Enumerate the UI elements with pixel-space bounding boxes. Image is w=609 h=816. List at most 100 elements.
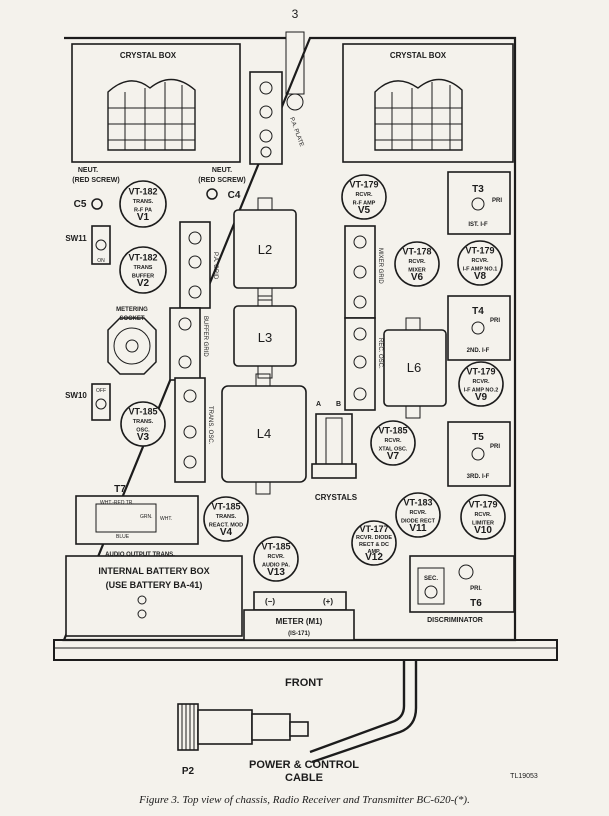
tube-v12-outline — [351, 520, 397, 566]
svg-text:TRANS. OSC.: TRANS. OSC. — [207, 406, 213, 445]
tube-v13-text-3: V13 — [267, 567, 285, 578]
tube-v5-outline — [341, 174, 387, 220]
svg-text:REC. OSC.: REC. OSC. — [377, 338, 383, 369]
tube-v4-outline — [203, 496, 249, 542]
switch-sw11: SW11 ON — [65, 225, 111, 265]
tube-v5-text-3: V5 — [358, 205, 371, 216]
tube-v6-text-0: VT-178 — [402, 246, 431, 256]
tube-v6-outline — [394, 241, 440, 287]
tube-v1-text-0: VT-182 — [128, 186, 157, 196]
svg-text:T5: T5 — [472, 432, 484, 443]
tube-v3-text-2: OSC. — [136, 427, 150, 433]
tube-v3-text-3: V3 — [137, 432, 150, 443]
tube-v4-text-1: TRANS. — [216, 514, 237, 520]
tube-v8-outline — [457, 240, 503, 286]
front-panel — [53, 639, 558, 661]
svg-text:PRI: PRI — [490, 318, 500, 324]
tube-v6-text-3: V6 — [411, 272, 424, 283]
tube-v13-text-0: VT-185 — [261, 541, 290, 551]
battery-box: INTERNAL BATTERY BOX (USE BATTERY BA-41) — [65, 555, 243, 637]
transformer-t4: T4 PRI 2ND. I-F — [447, 295, 511, 361]
tube-v13-outline — [253, 536, 299, 582]
tube-v9-text-3: V9 — [475, 392, 488, 403]
svg-text:3RD. I-F: 3RD. I-F — [467, 474, 490, 480]
svg-text:CRYSTALS: CRYSTALS — [315, 493, 358, 502]
tube-v11-outline — [395, 492, 441, 538]
tube-v4-text-3: V4 — [220, 527, 233, 538]
tube-v10-text-3: V10 — [474, 525, 492, 536]
metering-socket: METERING SOCKET — [107, 307, 157, 375]
tube-v7-text-2: XTAL OSC. — [379, 446, 408, 452]
tube-v4-text-2: REACT. MOD — [209, 522, 243, 528]
svg-text:INTERNAL BATTERY BOX: INTERNAL BATTERY BOX — [98, 566, 209, 576]
switch-sw10: SW10 OFF — [65, 383, 111, 421]
svg-text:L2: L2 — [258, 242, 272, 257]
tube-v3-text-0: VT-185 — [128, 406, 157, 416]
power-cable — [177, 660, 418, 764]
svg-text:L6: L6 — [407, 360, 421, 375]
cable-label-2: CABLE — [285, 772, 323, 784]
svg-text:A: A — [316, 401, 321, 408]
svg-text:T4: T4 — [472, 306, 484, 317]
svg-text:(RED SCREW): (RED SCREW) — [198, 177, 245, 184]
svg-text:WHT.: WHT. — [160, 516, 172, 522]
tube-v2-outline — [119, 246, 167, 294]
svg-text:(RED SCREW): (RED SCREW) — [72, 177, 119, 184]
svg-text:AUDIO OUTPUT TRANS.: AUDIO OUTPUT TRANS. — [105, 552, 175, 558]
svg-text:C5: C5 — [74, 199, 87, 210]
meter-m1: (−) (+) METER (M1) (IS-171) — [243, 591, 355, 641]
tube-v1-text-2: R-F PA — [134, 207, 152, 213]
tube-v12-text-2: RECT & DC — [359, 542, 389, 548]
neut-left: NEUT. (RED SCREW) C5 — [72, 167, 119, 210]
tube-v7-outline — [370, 420, 416, 466]
svg-text:(USE BATTERY BA-41): (USE BATTERY BA-41) — [106, 580, 203, 590]
front-label: FRONT — [285, 677, 323, 689]
tube-v2-text-2: BUFFER — [132, 273, 154, 279]
svg-text:MIXER GRID: MIXER GRID — [377, 248, 383, 284]
svg-text:T3: T3 — [472, 184, 484, 195]
svg-text:OFF: OFF — [96, 388, 106, 394]
svg-text:METERING: METERING — [116, 307, 148, 313]
svg-text:BUFFER GRID: BUFFER GRID — [202, 316, 208, 357]
pa-grid-socket: P.A. GRID — [179, 221, 218, 309]
rec-osc-socket: REC. OSC. — [344, 317, 383, 411]
tube-v5-text-2: R-F AMP — [353, 200, 376, 206]
tube-v12-text-1: RCVR. DIODE — [356, 535, 392, 541]
tube-v12-text-4: V12 — [365, 552, 383, 563]
tube-v13-text-2: AUDIO PA. — [262, 562, 290, 568]
transformer-t7: T7 WHT.-RED TR. GRN. WHT. BLUE AUDIO OUT… — [75, 484, 199, 558]
tube-v11-text-2: DIODE RECT — [401, 518, 436, 524]
tube-v12-text-3: AMP. — [367, 549, 381, 555]
transformer-t5: T5 PRI 3RD. I-F — [447, 421, 511, 487]
svg-text:CRYSTAL BOX: CRYSTAL BOX — [120, 51, 177, 60]
svg-text:(IS-171): (IS-171) — [288, 631, 310, 637]
neut-right: NEUT. (RED SCREW) C4 — [198, 167, 245, 201]
svg-text:BLUE: BLUE — [116, 534, 130, 540]
tube-v13-text-1: RCVR. — [267, 554, 285, 560]
tube-v5-text-0: VT-179 — [349, 179, 378, 189]
tube-v2-text-1: TRANS — [134, 265, 153, 271]
tube-v11-text-0: VT-183 — [403, 497, 432, 507]
tube-v9-text-2: I-F AMP NO.2 — [464, 387, 499, 393]
tube-v10-text-2: LIMITER — [472, 520, 494, 526]
svg-text:NEUT.: NEUT. — [212, 167, 232, 174]
tube-v10-text-0: VT-179 — [468, 499, 497, 509]
tube-v2-text-3: V2 — [137, 278, 150, 289]
tube-v3-outline — [120, 401, 166, 447]
svg-text:CRYSTAL BOX: CRYSTAL BOX — [390, 51, 447, 60]
coil-l6: L6 — [383, 317, 447, 419]
tube-v9-text-0: VT-179 — [466, 366, 495, 376]
crystal-box-right: CRYSTAL BOX — [342, 43, 514, 163]
trans-osc-socket: TRANS. OSC. — [174, 377, 213, 483]
svg-text:PRI: PRI — [490, 444, 500, 450]
